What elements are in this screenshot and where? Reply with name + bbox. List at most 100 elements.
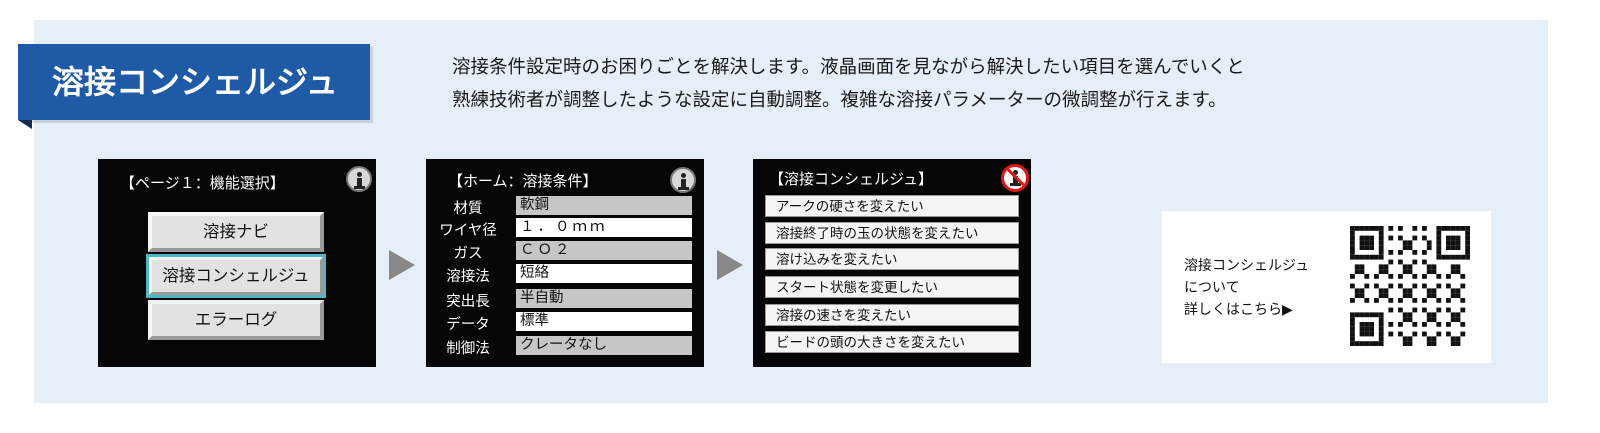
- qr-module: [1350, 274, 1355, 279]
- qr-info-box[interactable]: 溶接コンシェルジュ について 詳しくはこちら▶: [1162, 211, 1491, 363]
- info-icon[interactable]: [670, 167, 696, 193]
- qr-module: [1455, 254, 1461, 260]
- qr-module: [1450, 240, 1456, 246]
- qr-module: [1465, 226, 1470, 231]
- qr-module: [1426, 341, 1432, 346]
- qr-module: [1441, 226, 1446, 231]
- qr-module: [1369, 322, 1374, 327]
- qr-module: [1422, 250, 1427, 255]
- condition-value[interactable]: 標準: [516, 312, 692, 331]
- qr-module: [1364, 240, 1370, 246]
- qr-caption-line-3[interactable]: 詳しくはこちら▶: [1184, 302, 1293, 318]
- qr-module: [1465, 245, 1470, 250]
- qr-module: [1455, 317, 1461, 322]
- qr-module: [1378, 245, 1384, 250]
- no-entry-icon[interactable]: [1001, 164, 1029, 192]
- qr-module: [1350, 326, 1355, 332]
- condition-value[interactable]: ＣＯ２: [516, 241, 692, 260]
- condition-value[interactable]: 半自動: [516, 289, 692, 308]
- qr-module: [1455, 312, 1461, 318]
- qr-module: [1436, 245, 1442, 250]
- qr-module: [1350, 331, 1355, 337]
- concierge-option[interactable]: 溶接終了時の玉の状態を変えたい: [765, 222, 1019, 244]
- condition-label: データ: [446, 317, 490, 333]
- qr-module: [1407, 264, 1413, 270]
- qr-module: [1465, 235, 1470, 241]
- qr-module: [1350, 226, 1355, 231]
- qr-module: [1388, 235, 1394, 241]
- qr-module: [1369, 235, 1374, 241]
- qr-module: [1436, 322, 1442, 327]
- concierge-option[interactable]: スタート状態を変更したい: [765, 276, 1019, 298]
- qr-module: [1364, 312, 1370, 318]
- qr-module: [1369, 226, 1374, 231]
- qr-module: [1378, 326, 1384, 332]
- condition-value[interactable]: １．０ｍｍ: [516, 218, 692, 237]
- qr-module: [1412, 250, 1418, 255]
- qr-module: [1446, 226, 1451, 231]
- qr-module: [1369, 331, 1374, 337]
- qr-module: [1431, 269, 1437, 274]
- qr-module: [1455, 245, 1461, 250]
- qr-module: [1383, 293, 1389, 298]
- concierge-option[interactable]: アークの硬さを変えたい: [765, 195, 1019, 217]
- qr-module: [1422, 259, 1427, 265]
- qr-module: [1412, 298, 1418, 303]
- qr-module: [1422, 283, 1427, 289]
- qr-module: [1402, 269, 1408, 274]
- condition-value[interactable]: 軟鋼: [516, 196, 692, 215]
- qr-module: [1354, 341, 1360, 346]
- qr-module: [1378, 293, 1384, 298]
- qr-module: [1374, 254, 1379, 260]
- qr-module: [1436, 235, 1442, 241]
- qr-module: [1402, 293, 1408, 298]
- qr-module: [1374, 298, 1379, 303]
- condition-value[interactable]: 短絡: [516, 264, 692, 283]
- condition-value[interactable]: クレータなし: [516, 336, 692, 355]
- qr-code-icon[interactable]: [1350, 226, 1470, 346]
- qr-module: [1465, 250, 1470, 255]
- qr-module: [1422, 274, 1427, 279]
- qr-module: [1431, 288, 1437, 294]
- qr-module: [1388, 274, 1394, 279]
- menu-button-weld-concierge[interactable]: 溶接コンシェルジュ: [146, 254, 326, 298]
- qr-module: [1369, 341, 1374, 346]
- qr-module: [1359, 269, 1365, 274]
- qr-module: [1398, 250, 1403, 255]
- qr-module: [1436, 331, 1442, 337]
- qr-module: [1364, 298, 1370, 303]
- condition-label: 制御法: [446, 341, 490, 357]
- qr-module: [1359, 326, 1365, 332]
- qr-module: [1374, 341, 1379, 346]
- qr-module: [1350, 230, 1355, 236]
- qr-module: [1359, 254, 1365, 260]
- qr-module: [1378, 230, 1384, 236]
- qr-module: [1422, 226, 1427, 231]
- qr-module: [1402, 312, 1408, 318]
- qr-module: [1350, 283, 1355, 289]
- qr-module: [1383, 269, 1389, 274]
- concierge-option[interactable]: 溶け込みを変えたい: [765, 248, 1019, 270]
- concierge-option[interactable]: ビードの頭の大きさを変えたい: [765, 331, 1019, 353]
- qr-module: [1450, 226, 1456, 231]
- qr-module: [1450, 235, 1456, 241]
- qr-module: [1398, 283, 1403, 289]
- qr-module: [1436, 307, 1442, 313]
- menu-button-error-log[interactable]: エラーログ: [148, 300, 324, 340]
- qr-module: [1388, 283, 1394, 289]
- qr-module: [1465, 240, 1470, 246]
- qr-module: [1426, 312, 1432, 318]
- qr-module: [1407, 269, 1413, 274]
- qr-module: [1422, 307, 1427, 313]
- qr-module: [1422, 331, 1427, 337]
- qr-module: [1431, 317, 1437, 322]
- concierge-option[interactable]: 溶接の速さを変えたい: [765, 304, 1019, 326]
- title-tab-fold: [18, 120, 32, 129]
- qr-module: [1378, 341, 1384, 346]
- qr-module: [1378, 331, 1384, 337]
- menu-button-weld-navi[interactable]: 溶接ナビ: [148, 212, 324, 252]
- qr-module: [1350, 341, 1355, 346]
- info-icon[interactable]: [346, 166, 372, 192]
- qr-module: [1446, 322, 1451, 327]
- qr-module: [1460, 283, 1466, 289]
